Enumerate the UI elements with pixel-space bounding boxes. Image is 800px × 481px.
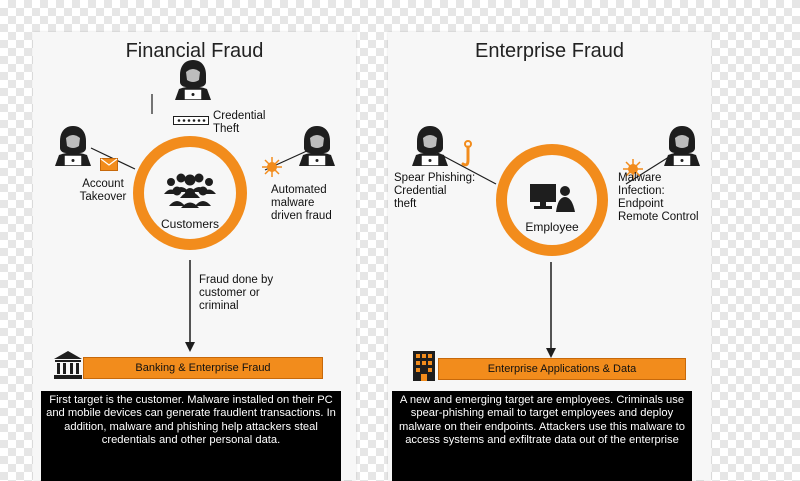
banking-enterprise-bar: Banking & Enterprise Fraud: [83, 357, 323, 379]
building-icon: [413, 351, 435, 381]
enterprise-apps-bar: Enterprise Applications & Data: [438, 358, 686, 380]
hacker-icon-top: [173, 58, 213, 100]
envelope-icon: [100, 158, 118, 171]
hacker-icon-left: [53, 124, 93, 166]
hacker-icon-right: [297, 124, 337, 166]
financial-description: First target is the customer. Malware in…: [41, 391, 341, 481]
hacker-icon-right: [662, 124, 702, 166]
people-group-icon: [164, 173, 216, 208]
hacker-icon-left: [410, 124, 450, 166]
employee-label: Employee: [525, 220, 579, 234]
password-field-icon: [173, 116, 209, 125]
customers-label: Customers: [160, 217, 219, 231]
bank-icon: [54, 351, 82, 379]
malware-icon: [262, 157, 282, 177]
malware-icon: [623, 159, 643, 179]
enterprise-fraud-panel: Enterprise Fraud Spear Phishing:Credenti…: [388, 32, 711, 481]
computer-user-icon: [530, 184, 575, 212]
fishing-hook-icon: [461, 140, 472, 167]
enterprise-fraud-title: Enterprise Fraud: [475, 40, 624, 62]
enterprise-description: A new and emerging target are employees.…: [392, 391, 692, 481]
financial-fraud-title: Financial Fraud: [125, 40, 264, 62]
